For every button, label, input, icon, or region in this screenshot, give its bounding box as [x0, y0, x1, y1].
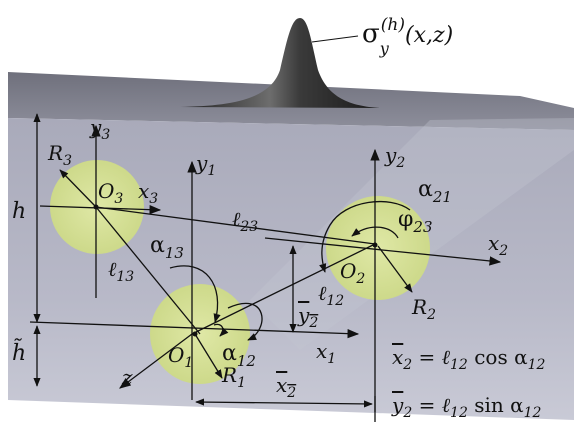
point-o1 [192, 331, 198, 337]
label-x2: x2 [488, 231, 508, 259]
z-axis [119, 333, 193, 389]
label-alpha21: α21 [418, 177, 452, 206]
label-h: h [12, 199, 26, 224]
alpha21-arc [319, 200, 411, 273]
label-alpha13: α13 [150, 233, 184, 262]
x1-axis [29, 321, 360, 339]
l13-line [95, 206, 201, 335]
phi23-arc [351, 226, 399, 239]
label-o1: O1 [168, 343, 193, 371]
label-alpha12: α12 [222, 341, 256, 370]
label-x3: x3 [138, 179, 158, 207]
label-y3: y3 [89, 115, 110, 143]
label-x1: x1 [316, 339, 336, 367]
stress-peak [180, 18, 380, 108]
label-phi23: φ23 [398, 207, 433, 236]
equation-ybar2: y2 = ℓ12 sin α12 [391, 393, 542, 421]
label-xbar2: x2 [276, 373, 296, 401]
label-l23: ℓ23 [232, 207, 258, 235]
label-o3: O3 [98, 179, 123, 207]
point-o2 [372, 242, 378, 248]
alpha12-small-arc [213, 323, 229, 337]
hole-2 [326, 196, 430, 300]
l12-line [191, 243, 376, 335]
label-y2: y2 [384, 143, 405, 171]
label-l13: ℓ13 [108, 257, 134, 285]
label-o2: O2 [340, 259, 365, 287]
r2-radius [377, 245, 413, 293]
alpha12-arc [227, 302, 263, 341]
label-r1: R1 [221, 363, 246, 391]
label-l12: ℓ12 [318, 281, 344, 309]
label-y1: y1 [195, 151, 216, 179]
label-z: z [121, 365, 133, 389]
stress-label: σy(h)(x,z) [362, 15, 453, 58]
xbar2-dimension-arrow [195, 398, 373, 408]
x2-axis [264, 237, 502, 266]
alpha13-arc [169, 265, 221, 323]
label-r3: R3 [47, 141, 72, 169]
label-h-tilde: h̃ [12, 339, 26, 366]
r1-radius [194, 333, 223, 379]
l23-line [95, 206, 376, 245]
stress-leader-line [311, 35, 359, 43]
labels: σy(h)(x,z) h h̃ R3 y3 O3 x3 y1 ℓ23 ℓ13 α… [12, 15, 545, 421]
label-r2: R2 [411, 295, 436, 323]
r3-radius [59, 169, 97, 208]
label-ybar2: y2 [297, 303, 318, 331]
equation-xbar2: x2 = ℓ12 cos α12 [392, 345, 545, 373]
point-o3 [93, 204, 99, 210]
